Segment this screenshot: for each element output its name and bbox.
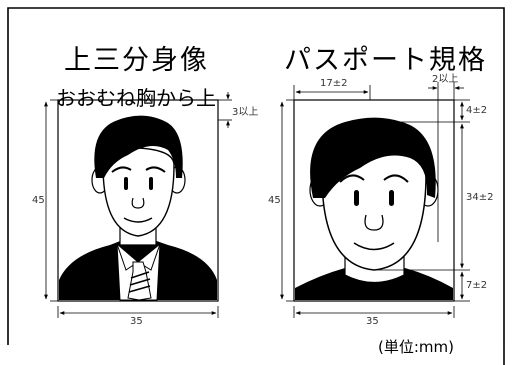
right-dim-bottom: 7±2: [466, 280, 488, 291]
right-dimensions: [280, 82, 470, 318]
right-dim-face-offset: 17±2: [320, 78, 348, 89]
right-hair: [310, 117, 436, 198]
right-dim-height: 45: [268, 195, 281, 206]
right-title: パスポート規格: [284, 45, 487, 76]
unit-note: (単位:mm): [378, 338, 454, 356]
right-dim-face-height: 34±2: [466, 192, 494, 203]
left-hair: [94, 115, 183, 178]
left-subtitle: おおむね胸から上: [56, 86, 216, 110]
left-title: 上三分身像: [64, 45, 209, 76]
right-dim-top-margin: 4±2: [466, 105, 488, 116]
right-dim-side-margin: 2以上: [432, 74, 459, 85]
left-dim-height: 45: [32, 195, 45, 206]
left-dimensions: [44, 92, 232, 318]
left-dim-top-margin: 3以上: [232, 107, 259, 118]
right-dim-width: 35: [366, 316, 379, 327]
right-photo: [293, 99, 455, 302]
left-photo: [57, 99, 219, 302]
left-dim-width: 35: [130, 316, 143, 327]
right-shoulders: [295, 268, 453, 300]
outer-border: [7, 7, 505, 345]
